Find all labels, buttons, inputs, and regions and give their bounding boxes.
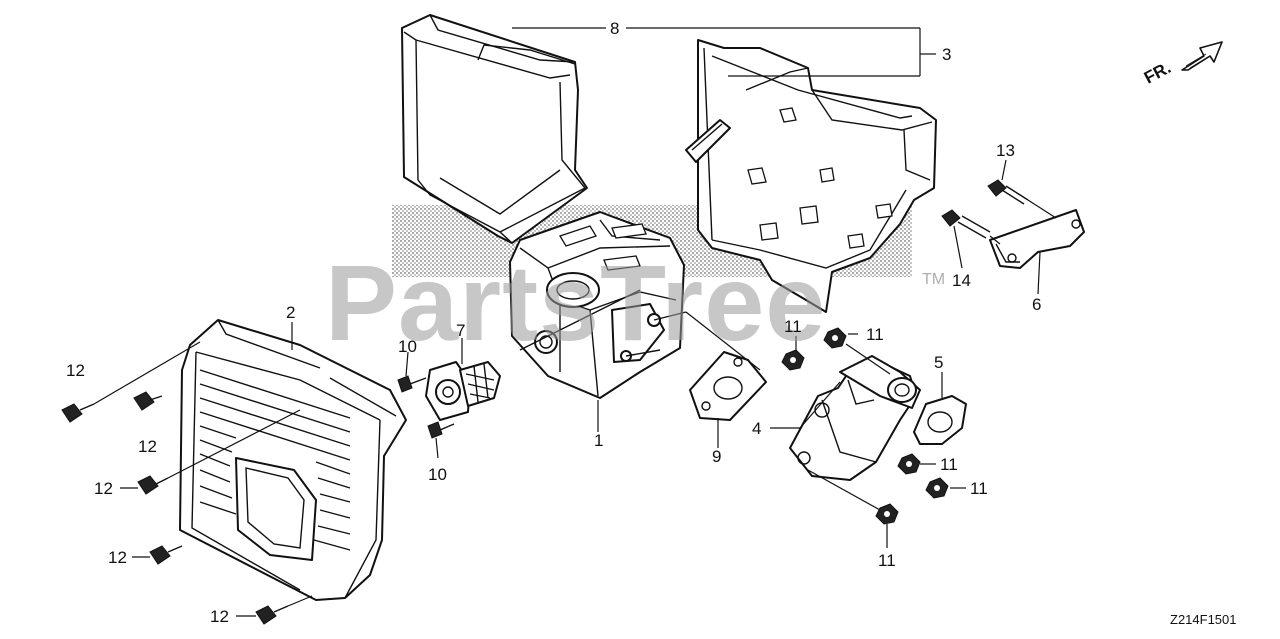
part-3-heat-protector: [685, 39, 937, 313]
diagram-code: Z214F1501: [1170, 612, 1237, 627]
part-11-nut-e: [875, 503, 899, 525]
part-5-gasket: [913, 395, 967, 445]
part-12-bolt-e: [255, 605, 289, 625]
part-4-exhaust-pipe: [789, 355, 921, 481]
callout-10-bottom: 10: [428, 465, 447, 484]
callout-8: 8: [610, 19, 619, 38]
cover-vents: [199, 369, 351, 551]
callout-11-e: 11: [878, 551, 896, 570]
callout-11-b: 11: [866, 325, 884, 344]
callout-6: 6: [1032, 295, 1041, 314]
part-11-nut-c: [897, 453, 921, 475]
callout-5: 5: [934, 353, 943, 372]
part-10-screw-top: [397, 375, 427, 393]
watermark-text: PartsTree: [325, 242, 826, 363]
callout-4: 4: [752, 419, 761, 438]
part-9-gasket: [689, 351, 767, 421]
direction-indicator: FR.: [1141, 41, 1223, 88]
part-1-muffler: [509, 211, 687, 399]
trademark-text: TM: [922, 271, 945, 288]
watermark: PartsTree TM: [325, 242, 945, 363]
part-7-spark-arrester: [425, 361, 501, 421]
callout-11-a: 11: [784, 317, 802, 336]
part-6-stay-bracket: [989, 209, 1085, 269]
direction-label: FR.: [1141, 58, 1174, 88]
callout-12-d: 12: [108, 548, 127, 567]
part-13-bolt: [987, 179, 1029, 205]
callout-13: 13: [996, 141, 1015, 160]
leader-lines: [93, 27, 1057, 617]
callout-11-d: 11: [970, 479, 988, 498]
part-11-nut-b: [823, 327, 847, 349]
callout-9: 9: [712, 447, 721, 466]
arrow-up-right-icon: [1181, 41, 1223, 71]
callout-7: 7: [456, 321, 465, 340]
callout-10-top: 10: [398, 337, 417, 356]
callout-12-a: 12: [66, 361, 85, 380]
part-14-bolt: [941, 209, 991, 239]
callouts: 8 3 1 2 7 10 10 9 4 5 6 13 14 11 11 11 1…: [66, 19, 1041, 626]
part-11-nut-d: [925, 477, 949, 499]
callout-3: 3: [942, 45, 951, 64]
part-12-bolt-a: [61, 403, 95, 423]
callout-2: 2: [286, 303, 295, 322]
part-10-screw-bottom: [427, 421, 455, 439]
callout-12-b: 12: [138, 437, 157, 456]
callout-11-c: 11: [940, 455, 958, 474]
callout-12-c: 12: [94, 479, 113, 498]
part-12-bolt-b: [133, 391, 163, 411]
part-12-bolt-c: [137, 475, 169, 495]
callout-12-e: 12: [210, 607, 229, 626]
part-8-heat-shield: [401, 14, 588, 244]
part-12-bolt-d: [149, 545, 183, 565]
part-2-muffler-protector: [179, 319, 407, 601]
callout-1: 1: [594, 431, 603, 450]
callout-14: 14: [952, 271, 971, 290]
